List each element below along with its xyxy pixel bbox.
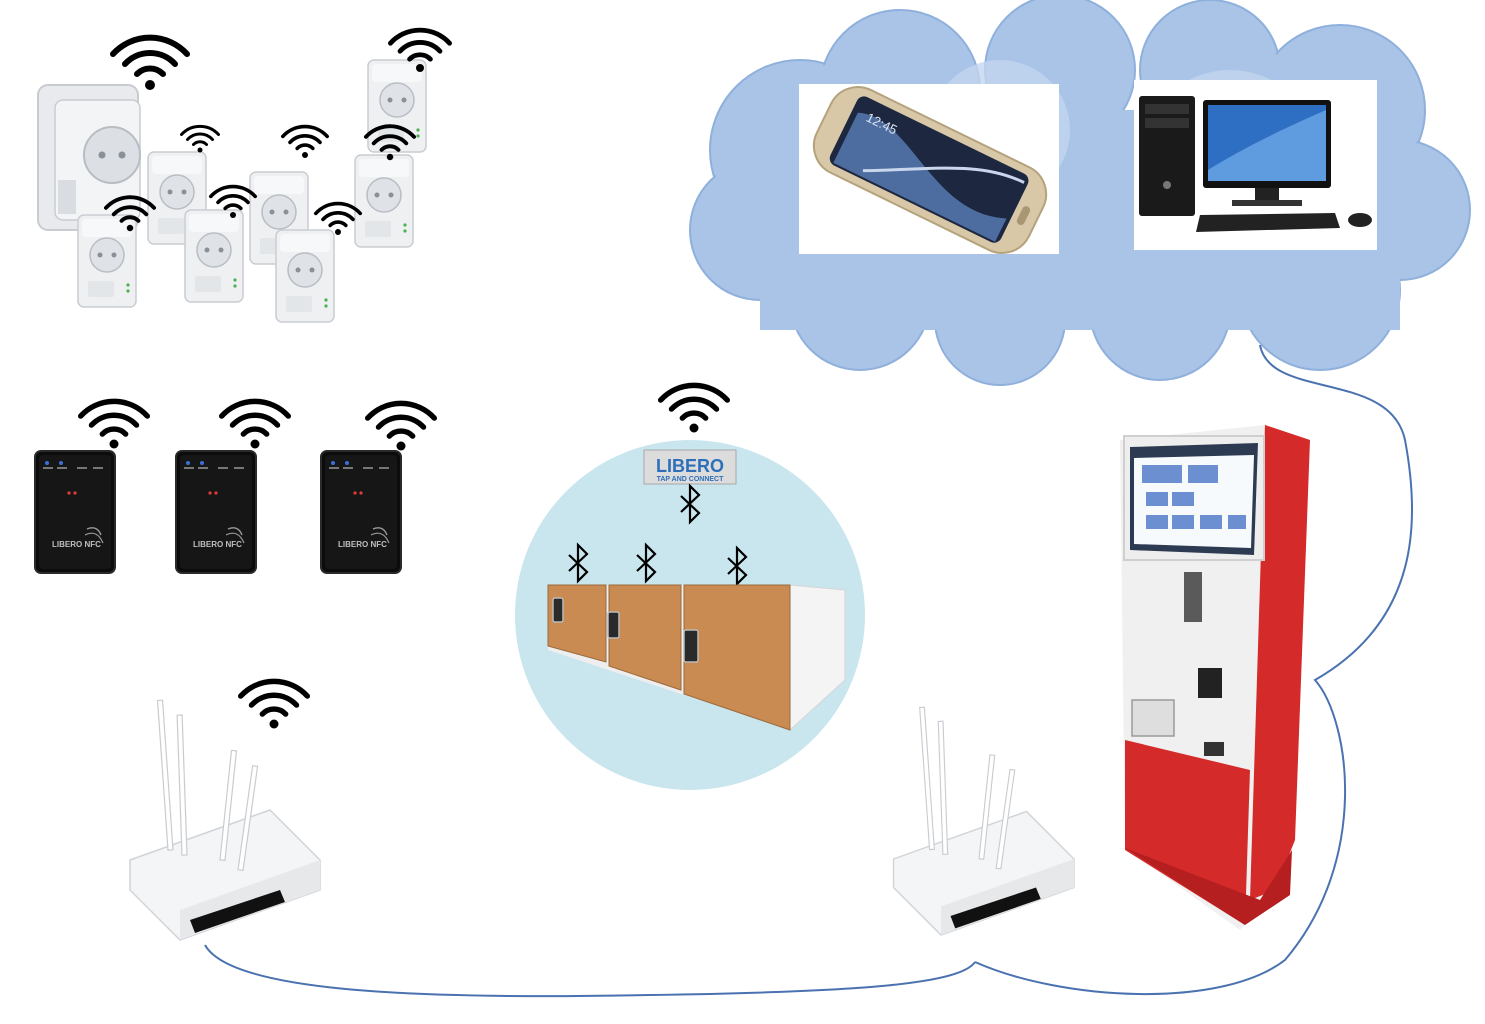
kiosk-terminal xyxy=(1120,425,1310,930)
wifi-icon xyxy=(368,403,435,450)
wifi-icon xyxy=(81,401,148,448)
libero-tagline: TAP AND CONNECT xyxy=(657,476,724,483)
wifi-icon xyxy=(180,124,220,154)
nfc-reader-label: LIBERO NFC xyxy=(338,540,387,549)
keyboard-and-mouse xyxy=(1196,213,1372,232)
nfc-reader: LIBERO NFC xyxy=(320,450,402,574)
smartphone-panel: 12:45 xyxy=(799,84,1059,254)
locker-cabinet xyxy=(547,584,846,732)
wifi-icon xyxy=(222,401,289,448)
wifi-icon xyxy=(241,681,308,728)
nfc-reader: LIBERO NFC xyxy=(34,450,116,574)
wifi-icon xyxy=(661,385,728,432)
nfc-reader: LIBERO NFC xyxy=(175,450,257,574)
nfc-reader-label: LIBERO NFC xyxy=(52,540,101,549)
wifi-router-right xyxy=(892,706,1075,936)
libero-hub: LIBERO TAP AND CONNECT xyxy=(643,449,737,485)
kiosk-screen xyxy=(1130,443,1258,555)
monitor xyxy=(1203,100,1331,206)
libero-brand: LIBERO xyxy=(656,456,724,476)
wifi-router-left xyxy=(129,681,321,941)
smartphone-image: 12:45 xyxy=(812,86,1048,254)
smart-plug-large xyxy=(37,84,141,231)
connection-lines xyxy=(204,344,1414,998)
bluetooth-locker-zone: LIBERO TAP AND CONNECT xyxy=(515,385,865,790)
wifi-icon xyxy=(113,38,187,90)
desktop-tower xyxy=(1139,96,1195,216)
nfc-reader-label: LIBERO NFC xyxy=(193,540,242,549)
nfc-reader-row: LIBERO NFC LIBERO NFC LIBERO NFC xyxy=(34,401,435,574)
desktop-computer-panel xyxy=(1134,80,1377,250)
smart-plug-cluster xyxy=(37,30,450,323)
wifi-icon xyxy=(281,124,330,160)
